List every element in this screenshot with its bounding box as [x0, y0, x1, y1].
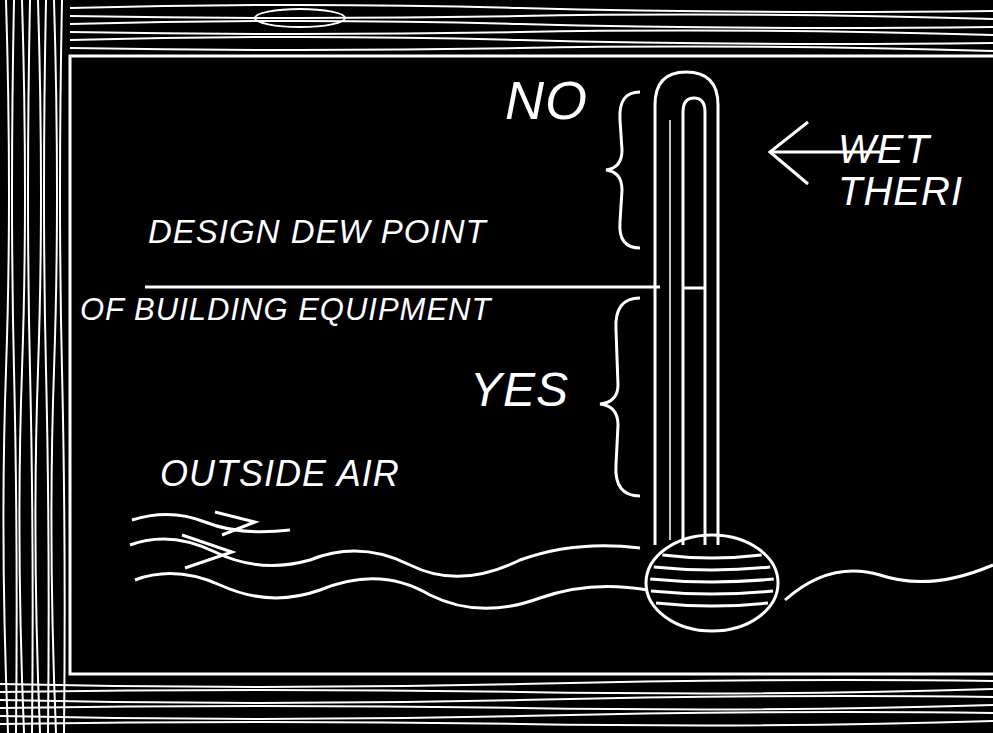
bulb-band	[651, 591, 773, 594]
wood-grain	[0, 680, 993, 687]
wood-grain	[28, 0, 33, 733]
wood-grain	[70, 21, 993, 28]
bulb-band	[662, 555, 761, 558]
wood-knot	[255, 9, 345, 27]
wet-bulb-thermometer	[646, 72, 778, 631]
wood-grain	[35, 0, 41, 733]
chalk-label: OF BUILDING EQUIPMENT	[80, 294, 491, 327]
wood-grain	[70, 47, 993, 51]
chalk-label: NO	[505, 72, 588, 129]
wood-grain	[0, 721, 993, 725]
wood-grain	[44, 0, 49, 733]
wood-grain	[0, 705, 993, 709]
yes-brace	[600, 298, 640, 496]
chalk-label: YES	[470, 365, 569, 415]
bulb-band	[656, 603, 768, 606]
chalk-label: OUTSIDE AIR	[160, 455, 400, 493]
air-flow-lines	[130, 512, 993, 608]
wood-grain	[70, 37, 993, 44]
wood-grain	[3, 0, 9, 733]
wood-grain	[70, 31, 993, 35]
no-brace	[606, 92, 640, 248]
wood-grain	[0, 689, 993, 693]
bulb-band	[650, 579, 774, 582]
dew-point-line	[145, 286, 660, 289]
chalk-label: DESIGN DEW POINT	[148, 215, 487, 250]
wood-grain	[0, 696, 993, 703]
wood-grain	[0, 712, 993, 719]
wood-grain	[70, 5, 993, 12]
wood-grain	[70, 15, 993, 19]
wood-grain	[19, 0, 25, 733]
bulb-band	[654, 567, 770, 570]
wood-grain	[60, 0, 65, 733]
board-edge	[70, 56, 993, 674]
chalk-label: WET THERI	[838, 128, 986, 212]
wood-grain	[51, 0, 57, 733]
wood-grain	[12, 0, 17, 733]
